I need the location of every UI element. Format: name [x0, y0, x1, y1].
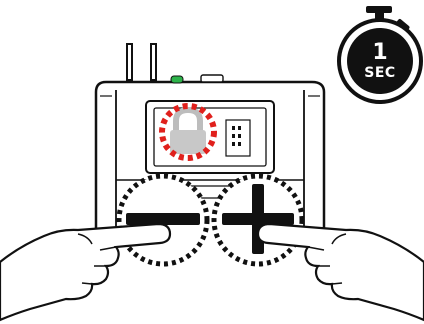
minus-icon	[126, 213, 200, 225]
minus-button[interactable]	[126, 213, 200, 225]
timer-unit: SEC	[364, 65, 395, 81]
timer-number: 1	[372, 40, 387, 65]
left-pointing-hand-icon	[0, 222, 172, 322]
lock-highlight-ring	[159, 103, 217, 161]
stopwatch-icon: 1 SEC	[337, 6, 423, 104]
padlock-icon	[170, 106, 206, 154]
indicator-led	[170, 75, 184, 84]
top-connector	[200, 74, 224, 83]
antenna	[126, 43, 157, 81]
right-pointing-hand-icon	[256, 222, 424, 322]
display-markings	[225, 119, 251, 157]
